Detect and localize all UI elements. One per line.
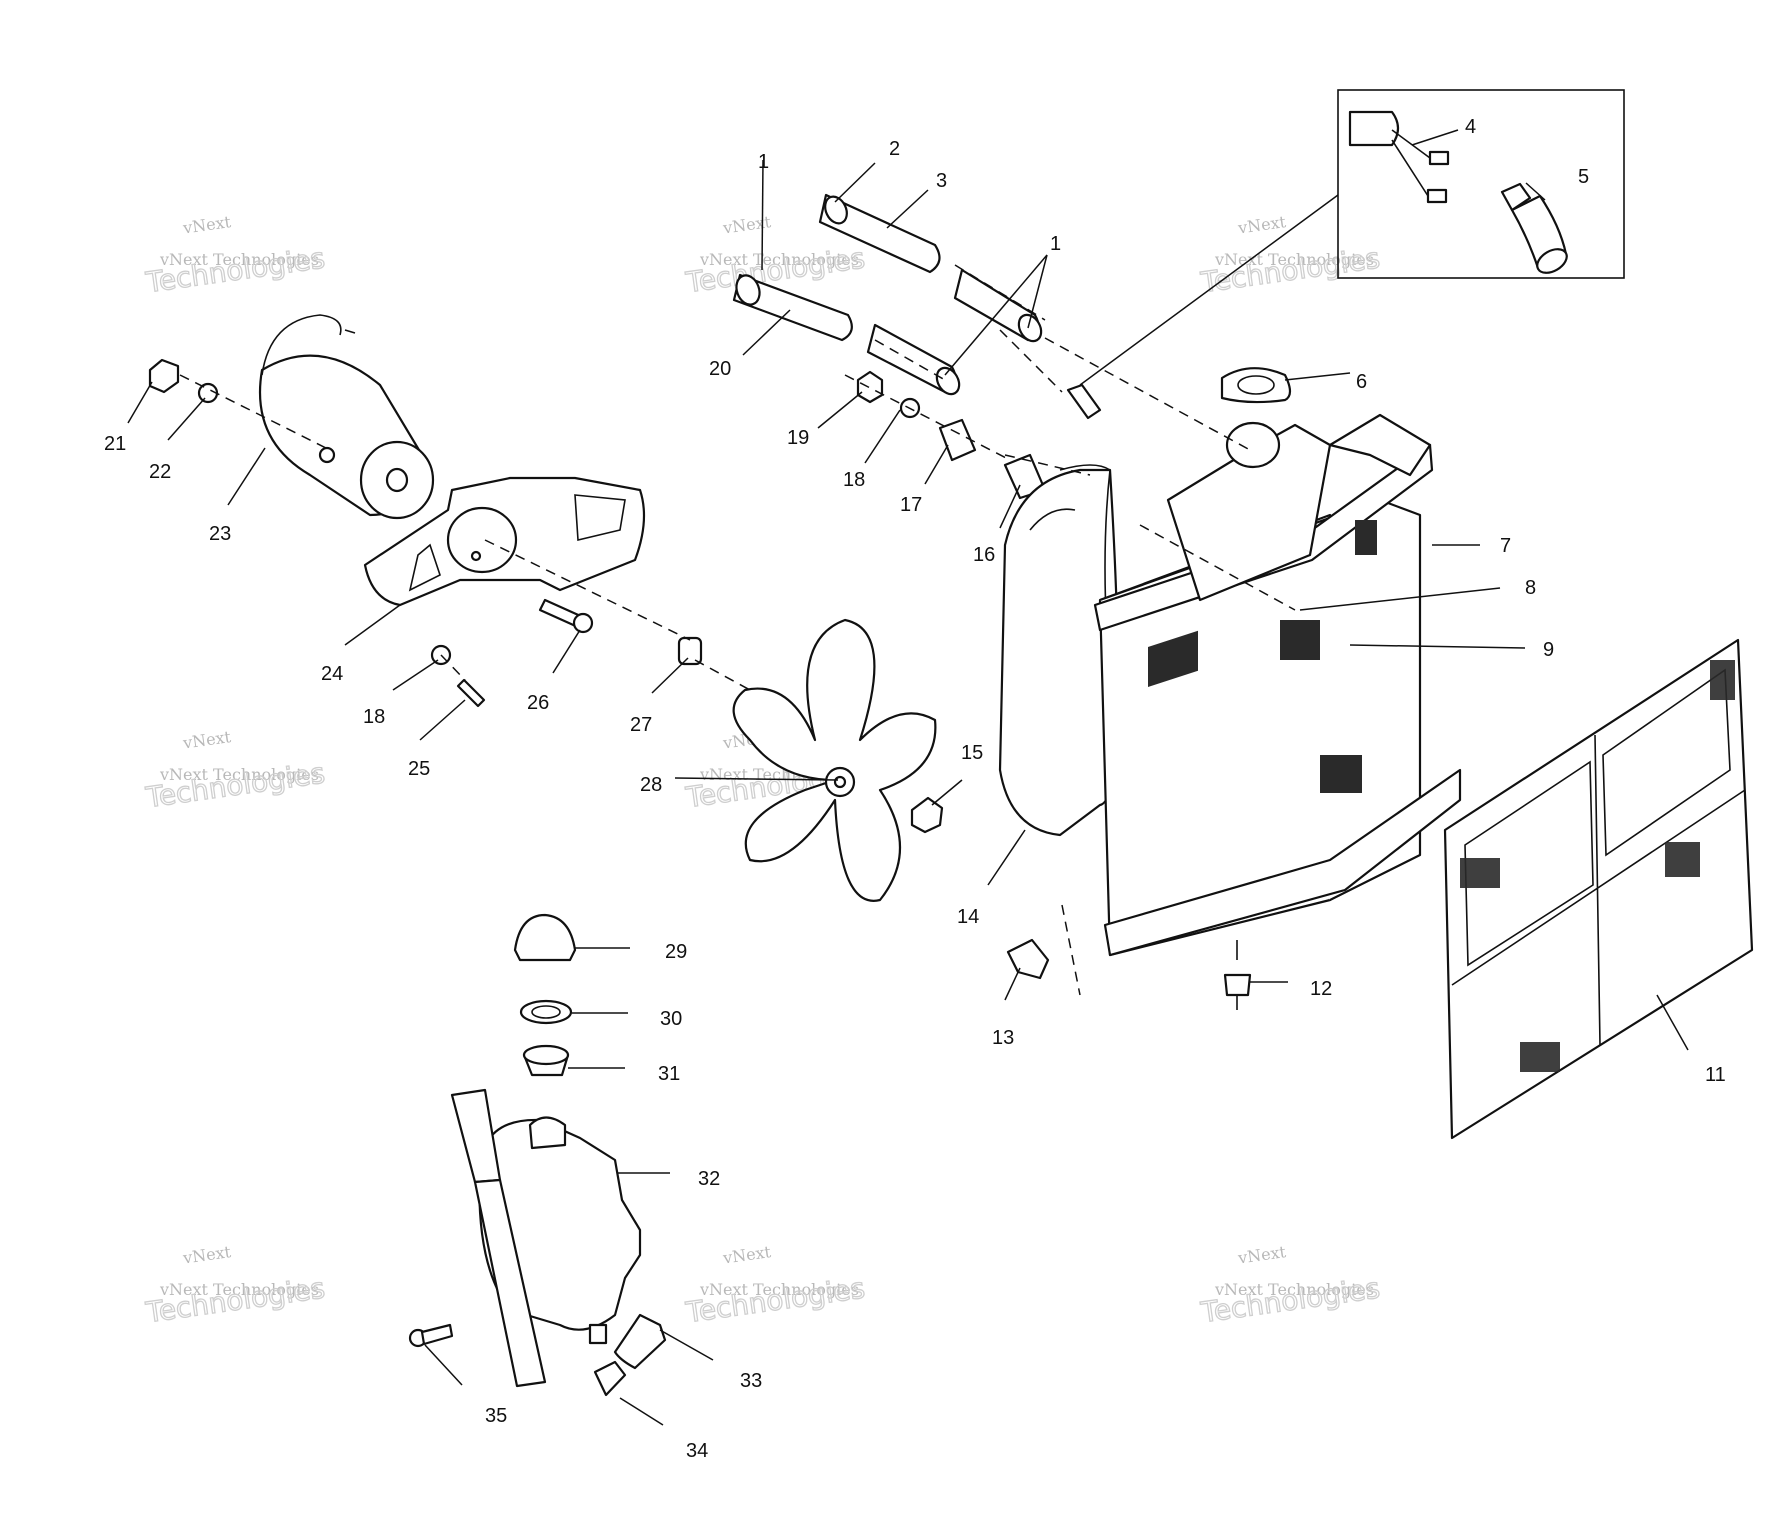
callout-24: 24 [321, 663, 343, 685]
callout-35: 35 [485, 1405, 507, 1427]
radiator [1093, 413, 1462, 957]
svg-text:vNext: vNext [181, 727, 233, 753]
callout-5: 5 [1578, 166, 1589, 188]
callout-31: 31 [658, 1063, 680, 1085]
callout-18a: 18 [843, 469, 865, 491]
callout-34: 34 [686, 1440, 708, 1462]
callout-12: 12 [1310, 978, 1332, 1000]
callout-11: 11 [1705, 1064, 1726, 1086]
watermark: vNext vNext Technologies Technologies [143, 727, 328, 815]
callout-8: 8 [1525, 577, 1536, 599]
svg-text:vNext: vNext [721, 1242, 773, 1268]
fan-blade [732, 618, 937, 902]
upper-hose [732, 193, 1043, 396]
assembly-lines [440, 264, 1296, 996]
callout-27: 27 [630, 714, 652, 736]
leader-lines [127, 129, 1689, 1426]
svg-text:vNext: vNext [1236, 212, 1288, 238]
callout-9: 9 [1543, 639, 1554, 661]
callout-1a: 1 [758, 151, 769, 173]
fan-motor [148, 314, 435, 520]
callout-6: 6 [1356, 371, 1367, 393]
callout-19: 19 [787, 427, 809, 449]
small-fasteners [430, 367, 1353, 1010]
inset-temp-switch [1337, 89, 1625, 279]
watermark: vNext vNext Technologies Technologies [683, 212, 868, 300]
watermark: vNext vNext Technologies Technologies [143, 1242, 328, 1330]
radiator-screen [1443, 638, 1754, 1140]
callout-16: 16 [973, 544, 995, 566]
fan-bracket [363, 476, 646, 607]
watermark: vNext vNext Technologies Technologies [143, 212, 328, 300]
callout-3: 3 [936, 170, 947, 192]
recovery-bottle [408, 913, 667, 1397]
svg-text:vNext: vNext [721, 212, 773, 238]
callout-17: 17 [900, 494, 922, 516]
svg-text:vNext Technologies: vNext Technologies [1214, 250, 1374, 269]
callout-20: 20 [709, 358, 731, 380]
callout-1b: 1 [1050, 233, 1061, 255]
svg-text:vNext: vNext [1236, 1242, 1288, 1268]
callout-22: 22 [149, 461, 171, 483]
callout-25: 25 [408, 758, 430, 780]
watermark: vNext vNext Technologies Technologies [683, 1242, 868, 1330]
callout-28: 28 [640, 774, 662, 796]
callout-labels: 1 1 2 3 4 5 6 7 8 9 11 12 13 14 15 16 17… [104, 116, 1726, 1462]
callout-32: 32 [698, 1168, 720, 1190]
svg-text:vNext: vNext [181, 1242, 233, 1268]
callout-2: 2 [889, 138, 900, 160]
callout-4: 4 [1465, 116, 1476, 138]
watermark: vNext vNext Technologies Technologies [1198, 212, 1383, 300]
svg-text:vNext Technologies: vNext Technologies [699, 250, 859, 269]
watermark: vNext vNext Technologies Technologies [1198, 1242, 1383, 1330]
callout-14: 14 [957, 906, 979, 928]
svg-text:vNext Technologies: vNext Technologies [699, 1280, 859, 1299]
callout-13: 13 [992, 1027, 1014, 1049]
fan-shroud [998, 464, 1120, 837]
callout-15: 15 [961, 742, 983, 764]
callout-26: 26 [527, 692, 549, 714]
callout-21: 21 [104, 433, 126, 455]
svg-text:vNext: vNext [181, 212, 233, 238]
svg-text:vNext Technologies: vNext Technologies [1214, 1280, 1374, 1299]
callout-29: 29 [665, 941, 687, 963]
svg-text:vNext Technologies: vNext Technologies [159, 1280, 319, 1299]
svg-text:vNext Technologies: vNext Technologies [159, 250, 319, 269]
callout-33: 33 [740, 1370, 762, 1392]
callout-30: 30 [660, 1008, 682, 1030]
callout-18b: 18 [363, 706, 385, 728]
svg-text:vNext Technologies: vNext Technologies [159, 765, 319, 784]
callout-23: 23 [209, 523, 231, 545]
callout-7: 7 [1500, 535, 1511, 557]
